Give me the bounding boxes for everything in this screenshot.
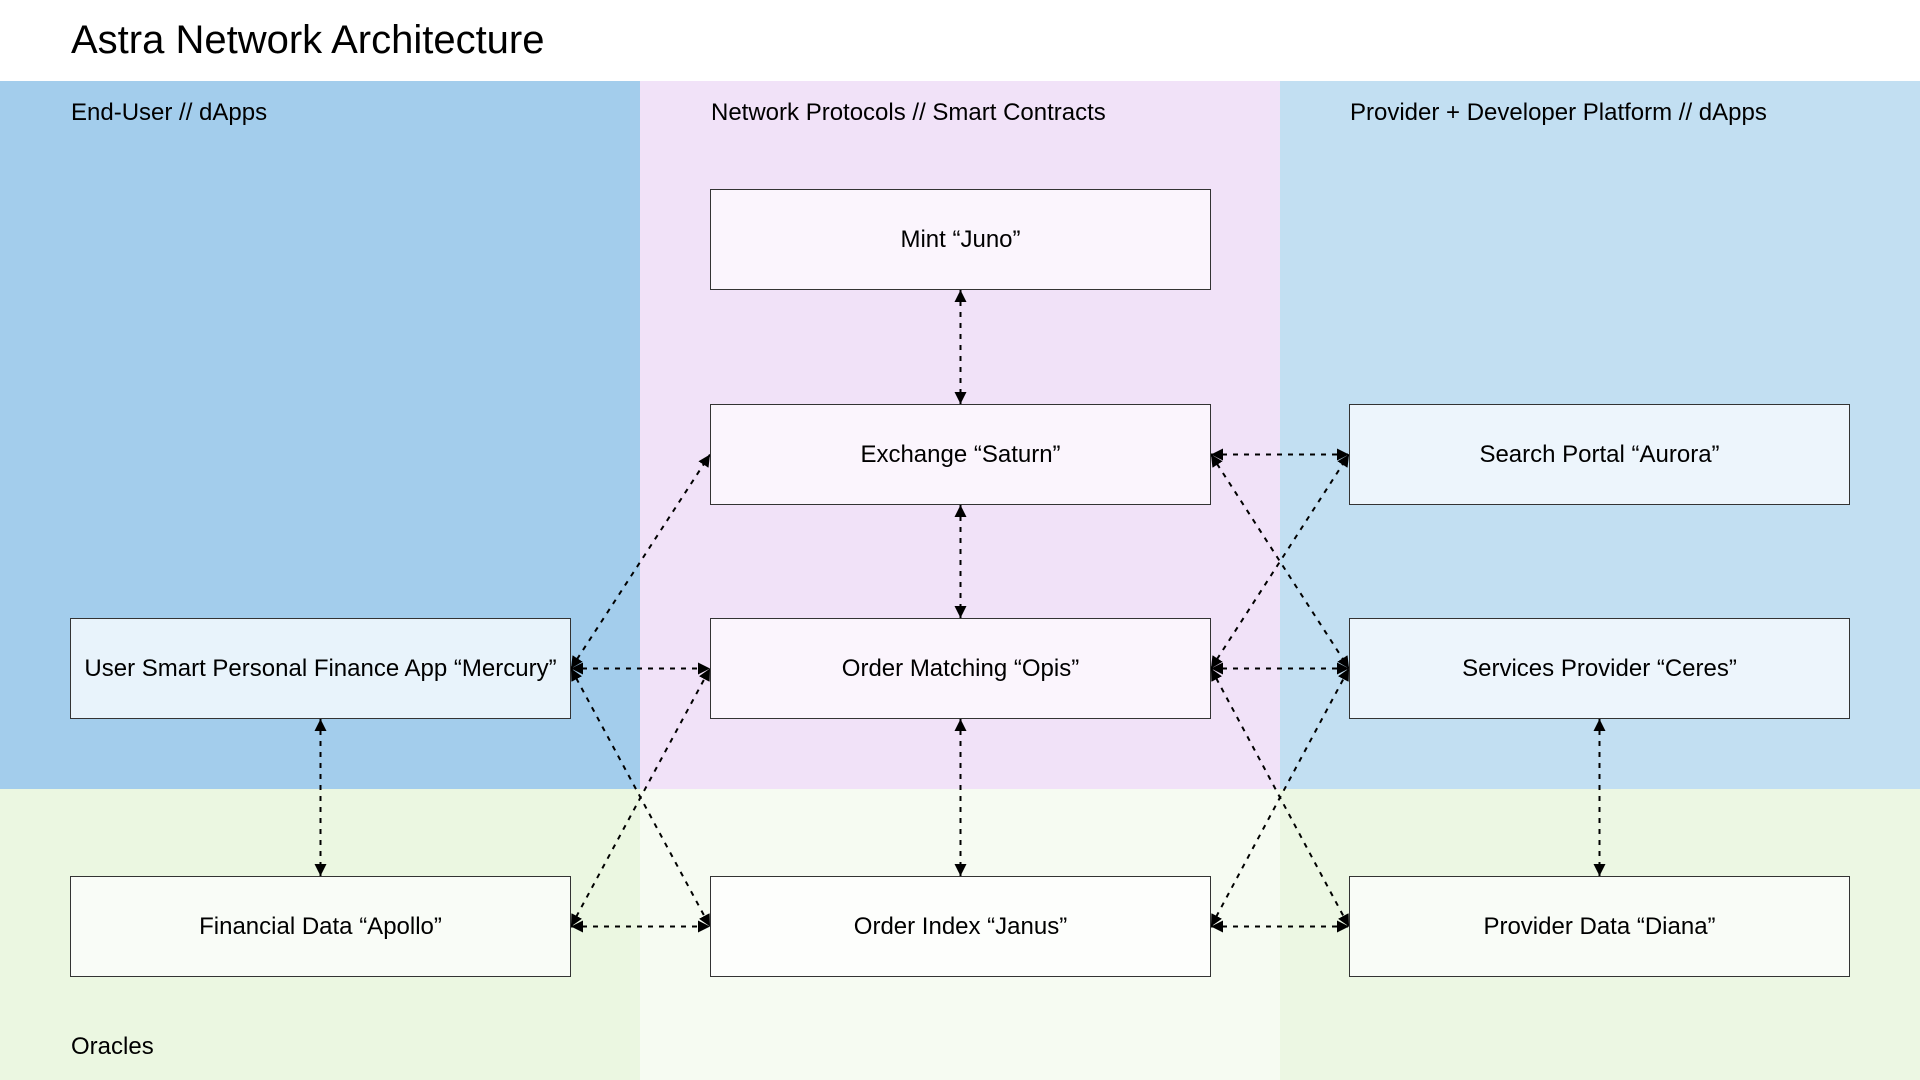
region-label-oracles: Oracles: [71, 1033, 154, 1060]
node-label: Order Index “Janus”: [853, 912, 1068, 940]
node-label: User Smart Personal Finance App “Mercury…: [84, 654, 557, 682]
node-label: Exchange “Saturn”: [860, 440, 1061, 468]
node-order-index-janus[interactable]: Order Index “Janus”: [710, 876, 1211, 977]
node-aurora-search-portal[interactable]: Search Portal “Aurora”: [1349, 404, 1850, 505]
diagram-title: Astra Network Architecture: [71, 18, 545, 62]
node-diana-provider-data[interactable]: Provider Data “Diana”: [1349, 876, 1850, 977]
region-label-protocols: Network Protocols // Smart Contracts: [711, 99, 1106, 126]
node-label: Financial Data “Apollo”: [199, 912, 442, 940]
region-label-end-user: End-User // dApps: [71, 99, 268, 126]
node-mint-juno[interactable]: Mint “Juno”: [710, 189, 1211, 290]
node-order-matching-opis[interactable]: Order Matching “Opis”: [710, 618, 1211, 719]
node-mercury-finance-app[interactable]: User Smart Personal Finance App “Mercury…: [70, 618, 571, 719]
node-label: Mint “Juno”: [900, 225, 1021, 253]
node-ceres-services-provider[interactable]: Services Provider “Ceres”: [1349, 618, 1850, 719]
region-label-provider: Provider + Developer Platform // dApps: [1350, 99, 1767, 126]
node-label: Search Portal “Aurora”: [1479, 440, 1720, 468]
node-label: Provider Data “Diana”: [1483, 912, 1716, 940]
node-exchange-saturn[interactable]: Exchange “Saturn”: [710, 404, 1211, 505]
node-label: Order Matching “Opis”: [841, 654, 1080, 682]
node-apollo-financial-data[interactable]: Financial Data “Apollo”: [70, 876, 571, 977]
node-label: Services Provider “Ceres”: [1462, 654, 1737, 682]
